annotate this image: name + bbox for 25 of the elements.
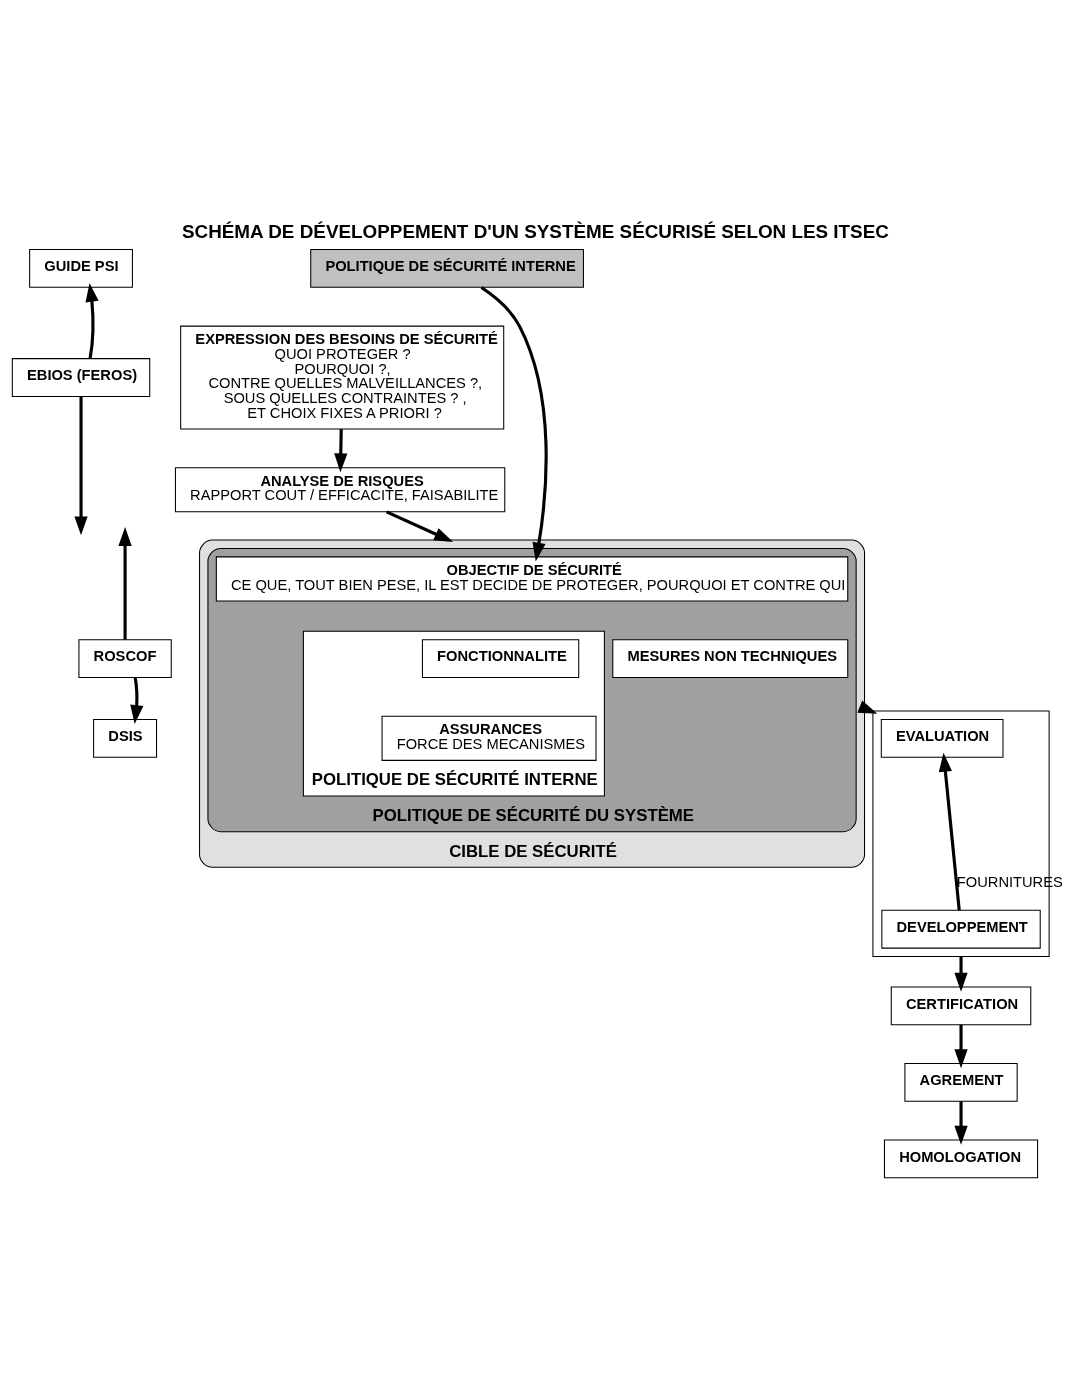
node-box: CERTIFICATION [890, 986, 1032, 1026]
node-box: ROSCOF [78, 639, 172, 679]
arrow [938, 752, 961, 911]
node-box: EXPRESSION DES BESOINS DE SÉCURITÉ QUOI PROTEGER ? POURQUOI ?, CONTRE QUELLES MALVEILLANCES ?, SOUS QUELLES CONTRAINTES ? , ET CHOIX FIXES A PRIORI ? [180, 325, 505, 430]
node-box: MESURES NON TECHNIQUES [612, 639, 849, 679]
node-box: HOMOLOGATION [883, 1139, 1039, 1179]
node-box: ANALYSE DE RISQUES RAPPORT COUT / EFFICACITE, FAISABILITE [174, 467, 506, 513]
arrow [954, 1024, 968, 1069]
arrow [954, 956, 968, 992]
arrow [334, 429, 348, 473]
node-box: AGREMENT [904, 1062, 1018, 1102]
node-box: EBIOS (FEROS) [11, 358, 151, 397]
arrow [954, 1101, 968, 1145]
node-box: DEVELOPPEMENT [881, 909, 1041, 949]
node-box: OBJECTIF DE SÉCURITÉ CE QUE, TOUT BIEN PESE, IL EST DECIDE DE PROTEGER, POURQUOI ET CONTRE QUI [215, 556, 849, 602]
node-box: GUIDE PSI [29, 249, 133, 288]
arrow [480, 286, 548, 562]
node-box: EVALUATION [880, 718, 1004, 758]
diagram-title: SCHÉMA DE DÉVELOPPEMENT D'UN SYSTÈME SÉCURISÉ SELON LES ITSEC [181, 221, 889, 243]
node-box: ASSURANCES FORCE DES MECANISMES [381, 715, 597, 761]
arrow [130, 677, 144, 725]
arrow [85, 282, 99, 359]
node-box: FONCTIONNALITE [421, 639, 580, 679]
node-box: POLITIQUE DE SÉCURITÉ INTERNE [310, 249, 584, 288]
node-box: DSIS [93, 718, 158, 758]
